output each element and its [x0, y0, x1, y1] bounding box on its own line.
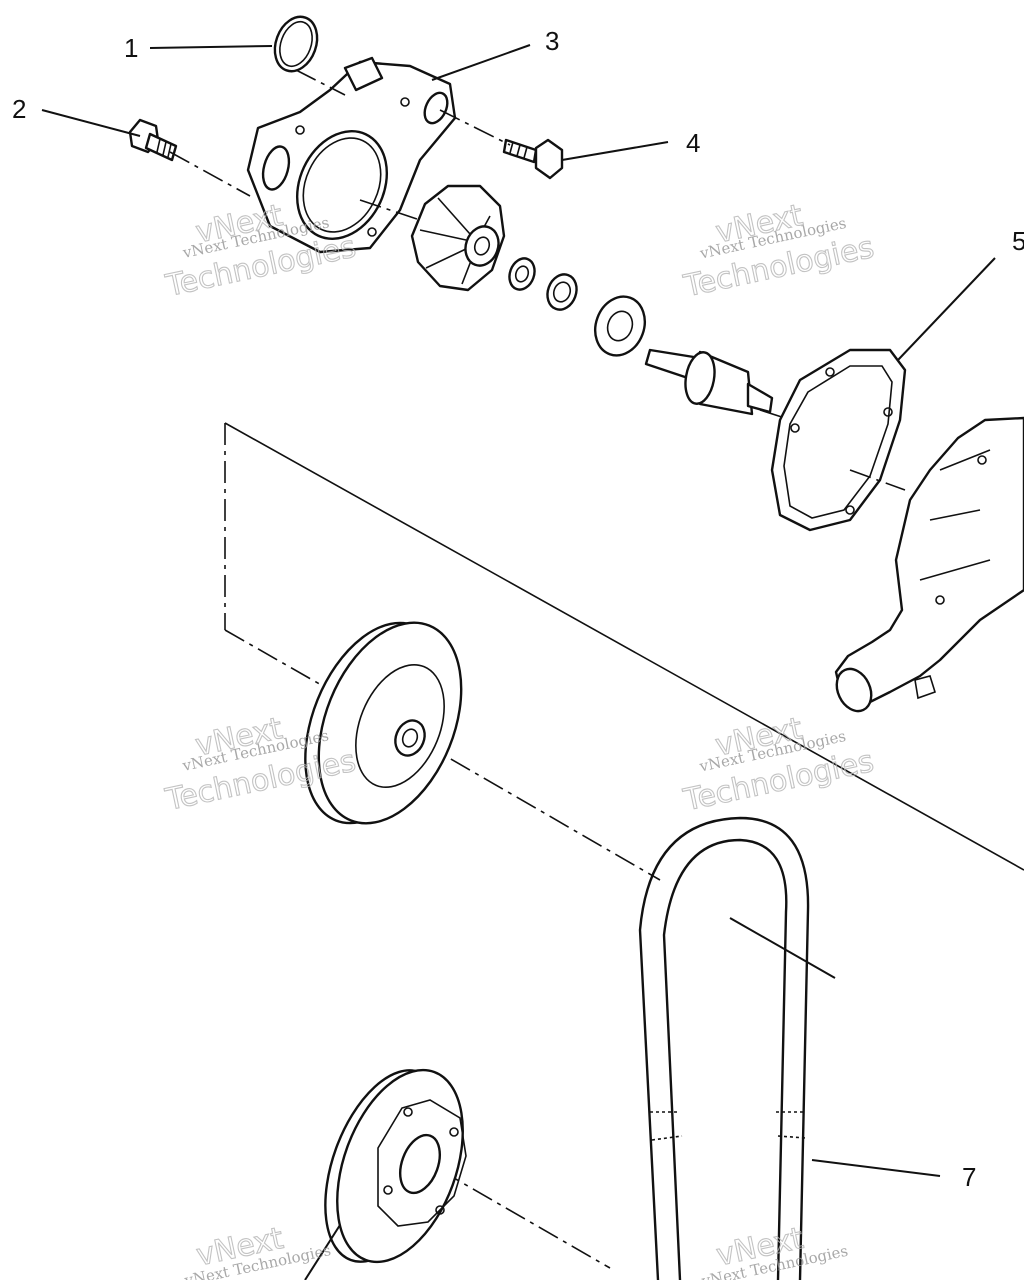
large-pulley-part	[304, 621, 463, 825]
watermark-group: vNext vNext Technologies Technologies vN…	[161, 197, 878, 1280]
drain-bolt-part	[128, 118, 178, 162]
o-ring-part	[273, 15, 319, 73]
assembly-axis-lines	[169, 69, 906, 1269]
callout-labels: 1 2 3 4 5 7	[12, 26, 1024, 1192]
gasket-part	[770, 348, 907, 532]
watermark-bottom-right: vNext vNext Technologies	[699, 1220, 849, 1280]
pump-housing-part	[834, 416, 1024, 713]
callout-2: 2	[12, 94, 26, 124]
section-frame	[224, 422, 1024, 871]
pump-cover-part	[246, 56, 457, 254]
callout-1: 1	[124, 33, 138, 63]
callout-5: 5	[1012, 226, 1024, 256]
flange-bolt-part	[502, 138, 564, 180]
leader-lines	[41, 44, 996, 1280]
watermark-top-right: vNext vNext Technologies Technologies	[680, 197, 878, 305]
callout-3: 3	[545, 26, 559, 56]
drive-belt-part	[638, 816, 810, 1280]
seal-parts	[508, 257, 578, 311]
callout-7: 7	[962, 1162, 976, 1192]
bearing-shaft-part	[594, 295, 774, 416]
callout-4: 4	[686, 128, 700, 158]
impeller-part	[410, 184, 506, 292]
small-pulley-part	[324, 1068, 467, 1264]
watermark-bottom-left: vNext vNext Technologies	[182, 1220, 332, 1280]
watermark-mid-right: vNext vNext Technologies Technologies	[680, 710, 878, 819]
